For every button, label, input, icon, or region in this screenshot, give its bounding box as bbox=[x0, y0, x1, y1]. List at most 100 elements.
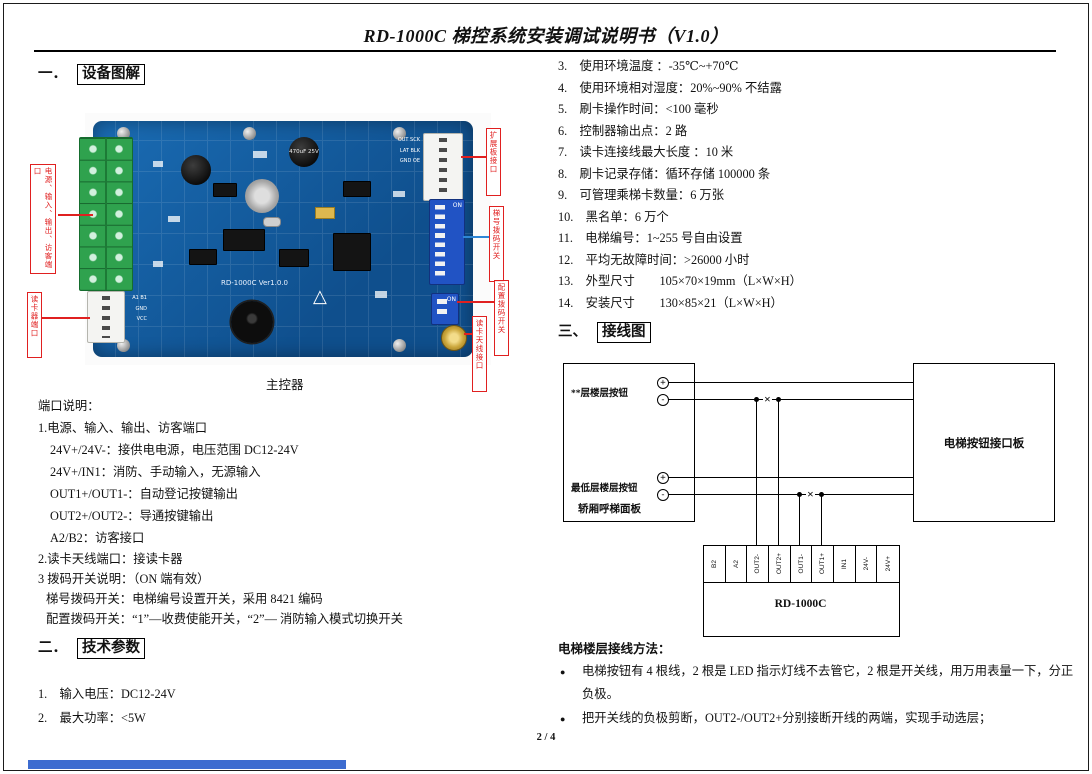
inductor bbox=[245, 179, 279, 213]
terminal-cell: 24V+ bbox=[876, 545, 900, 583]
callout-power-io-label: 电源、输入、输出、访客端口 bbox=[30, 164, 56, 274]
wire-bottom-minus bbox=[668, 494, 913, 496]
pcb-board: A1 B1 GND VCC OUT SCK LAT BLK GND OE ON … bbox=[79, 121, 473, 357]
config-dip-switch: ON bbox=[431, 293, 459, 325]
wire-bottom-plus bbox=[668, 477, 913, 479]
car-panel-label: 轿厢呼梯面板 bbox=[578, 504, 641, 515]
wire-out1-minus-drop bbox=[799, 494, 801, 545]
controller-label: RD-1000C bbox=[774, 598, 827, 610]
terminal-label: OUT2+ bbox=[776, 553, 783, 575]
spec-item: 9. 可管理乘梯卡数量：6 万张 bbox=[558, 188, 725, 202]
terminal-label: 24V- bbox=[863, 557, 870, 571]
spec-item: 10. 黑名单：6 万个 bbox=[558, 210, 669, 224]
terminal-cell: OUT1- bbox=[790, 545, 813, 583]
terminal-cell: IN1 bbox=[833, 545, 856, 583]
ic-chip bbox=[223, 229, 265, 251]
port-line: 1.电源、输入、输出、访客端口 bbox=[38, 421, 208, 435]
wire-cut-mark: × bbox=[806, 487, 815, 501]
section-2-title: 技术参数 bbox=[77, 638, 145, 659]
callout-power-io-line bbox=[58, 214, 93, 216]
ic-chip bbox=[213, 183, 237, 197]
port-line: A2/B2：访客接口 bbox=[50, 531, 145, 545]
callout-elevator-dip-label: 梯号拨码开关 bbox=[489, 206, 504, 282]
port-line: 3 拨码开关说明：（ON 端有效） bbox=[38, 572, 210, 586]
spec-item: 8. 刷卡记录存储：循环存储 100000 条 bbox=[558, 167, 771, 181]
wiring-method-title: 电梯楼层接线方法： bbox=[558, 642, 671, 656]
terminal-cell: A2 bbox=[725, 545, 748, 583]
terminal-cell: B2 bbox=[703, 545, 726, 583]
ports-title: 端口说明： bbox=[38, 399, 100, 413]
spec-item: 13. 外型尺寸 105×70×19mm（L×W×H） bbox=[558, 274, 802, 288]
page-title: RD-1000C 梯控系统安装调试说明书（V1.0） bbox=[363, 26, 729, 46]
spec-item: 7. 读卡连接线最大长度 ：10 米 bbox=[558, 145, 734, 159]
antenna-sma-connector bbox=[441, 325, 467, 351]
callout-config-dip-label: 配置拨码开关 bbox=[494, 280, 509, 356]
pcb-traces bbox=[93, 121, 473, 357]
spec-item: 3. 使用环境温度 ：-35℃~+70℃ bbox=[558, 59, 739, 73]
lowest-floor-button-label: 最低层楼层按钮 bbox=[571, 484, 638, 494]
extension-pin-labels: OUT SCK LAT BLK GND OE bbox=[397, 137, 420, 164]
footer-blue-bar bbox=[28, 760, 346, 769]
board-model-silkscreen: RD-1000C Ver1.0.0 bbox=[221, 279, 288, 287]
junction-dot bbox=[754, 397, 759, 402]
extension-connector-pins bbox=[439, 138, 447, 196]
car-panel-box bbox=[563, 363, 695, 522]
wire-out2-plus-drop bbox=[778, 399, 780, 545]
wire-out1-plus-drop bbox=[821, 494, 823, 545]
spec-item: 14. 安装尺寸 130×85×21（L×W×H） bbox=[558, 296, 783, 310]
elevator-number-dip-switch: ON bbox=[429, 199, 465, 285]
smd-component bbox=[153, 261, 163, 267]
port-line: OUT1+/OUT1-：自动登记按键输出 bbox=[50, 487, 238, 501]
spec-item: 4. 使用环境相对湿度：20%~90% 不结露 bbox=[558, 81, 782, 95]
smd-component bbox=[393, 191, 405, 197]
callout-ext-port-line bbox=[461, 156, 486, 158]
wiring-method-list: 电梯按钮有 4 根线，2 根是 LED 指示灯线不去管它，2 根是开关线，用万用… bbox=[558, 660, 1074, 731]
dip-toggles bbox=[435, 205, 445, 279]
board-caption: 主控器 bbox=[266, 378, 304, 392]
mount-screw bbox=[393, 339, 406, 352]
junction-dot bbox=[797, 492, 802, 497]
smd-component bbox=[153, 161, 163, 167]
section-3-number: 三、 bbox=[558, 324, 587, 340]
mount-screw bbox=[393, 127, 406, 140]
callout-antenna-label: 读卡天线接口 bbox=[472, 316, 487, 392]
terminal-cell: OUT2- bbox=[746, 545, 769, 583]
terminal-label: B2 bbox=[711, 560, 718, 568]
terminal-label: OUT1- bbox=[798, 554, 805, 574]
port-line: 2.读卡天线端口：接读卡器 bbox=[38, 552, 183, 566]
callout-config-dip-line bbox=[457, 301, 494, 303]
wire-top-plus bbox=[668, 382, 913, 384]
title-rule bbox=[34, 50, 1056, 53]
buzzer bbox=[231, 301, 273, 343]
page-border bbox=[3, 3, 1089, 771]
interface-board-box: 电梯按钮接口板 bbox=[913, 363, 1055, 522]
brand-triangle-logo: △ bbox=[313, 286, 327, 306]
terminal-label: OUT1+ bbox=[819, 553, 826, 575]
junction-dot bbox=[776, 397, 781, 402]
dip-toggles bbox=[437, 299, 447, 319]
port-line: 24V+/IN1：消防、手动输入，无源输入 bbox=[50, 465, 261, 479]
page-number: 2 / 4 bbox=[536, 732, 556, 743]
crystal bbox=[263, 217, 281, 227]
port-line: 24V+/24V-：接供电电源，电压范围 DC12-24V bbox=[50, 443, 299, 457]
interface-board-label: 电梯按钮接口板 bbox=[943, 437, 1025, 450]
terminal-label: A2 bbox=[733, 560, 740, 568]
ic-chip bbox=[189, 249, 217, 265]
ic-chip bbox=[279, 249, 309, 267]
terminal-label: 24V+ bbox=[884, 556, 892, 572]
reader-connector-pins bbox=[102, 296, 110, 338]
smd-component bbox=[253, 151, 267, 158]
terminal-cell: OUT2+ bbox=[768, 545, 791, 583]
section-2-number: 二． bbox=[38, 640, 67, 656]
callout-elevator-dip-line bbox=[463, 236, 489, 238]
junction-dot bbox=[819, 492, 824, 497]
electrolytic-capacitor: 470uF 25V bbox=[289, 137, 319, 167]
spec-item: 5. 刷卡操作时间：<100 毫秒 bbox=[558, 102, 719, 116]
dip-on-label: ON bbox=[452, 202, 462, 209]
wire-out2-minus-drop bbox=[756, 399, 758, 545]
electrolytic-capacitor bbox=[181, 155, 211, 185]
top-floor-button-label: **层楼层按钮 bbox=[571, 389, 629, 399]
ic-chip bbox=[343, 181, 371, 197]
spec-item: 11. 电梯编号：1~255 号自由设置 bbox=[558, 231, 743, 245]
fuse-component bbox=[315, 207, 335, 219]
